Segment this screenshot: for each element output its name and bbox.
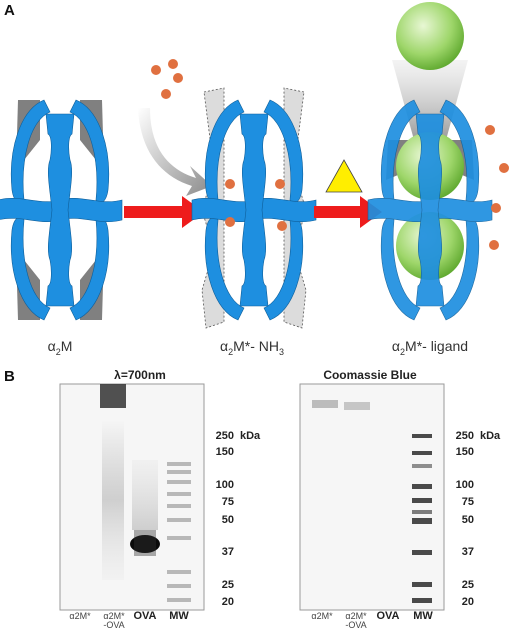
panel-b-label: B <box>4 368 15 385</box>
mw-tick: 25 <box>461 579 474 591</box>
mw-tick: 150 <box>215 446 234 458</box>
kda-label-right: kDa <box>480 430 501 442</box>
mw-tick: 75 <box>461 496 474 508</box>
stage-label-ligand: α2M*- ligand <box>391 338 469 357</box>
mw-tick: 20 <box>221 596 234 608</box>
kda-label-left: kDa <box>240 430 261 442</box>
gel-right-title: Coomassie Blue <box>323 368 417 382</box>
mw-tick: 250 <box>455 430 474 442</box>
lane-label: α2M* <box>69 611 91 621</box>
lane-label: α2M*-OVA <box>345 611 367 630</box>
mw-tick: 75 <box>221 496 234 508</box>
panel-a-label: A <box>4 2 15 19</box>
lane-label: OVA <box>133 610 157 622</box>
mw-tick: 150 <box>455 446 474 458</box>
lane-label: OVA <box>376 610 400 622</box>
stage-label-native: α2M <box>47 338 73 357</box>
lane-label: α2M* <box>311 611 333 621</box>
lane-label: MW <box>413 610 433 622</box>
gel-left-title: λ=700nm <box>114 368 166 382</box>
lane-label: α2M*-OVA <box>103 611 125 630</box>
mw-tick: 250 <box>215 430 234 442</box>
mw-tick: 25 <box>221 579 234 591</box>
mw-tick: 37 <box>221 546 234 558</box>
mw-tick: 50 <box>461 514 474 526</box>
lane-label: MW <box>169 610 189 622</box>
mw-tick: 20 <box>461 596 474 608</box>
mw-tick: 100 <box>455 479 474 491</box>
mw-tick: 100 <box>215 479 234 491</box>
stage-label-nh3: α2M*- NH3 <box>219 338 284 357</box>
mw-tick: 37 <box>461 546 474 558</box>
mw-tick: 50 <box>221 514 234 526</box>
